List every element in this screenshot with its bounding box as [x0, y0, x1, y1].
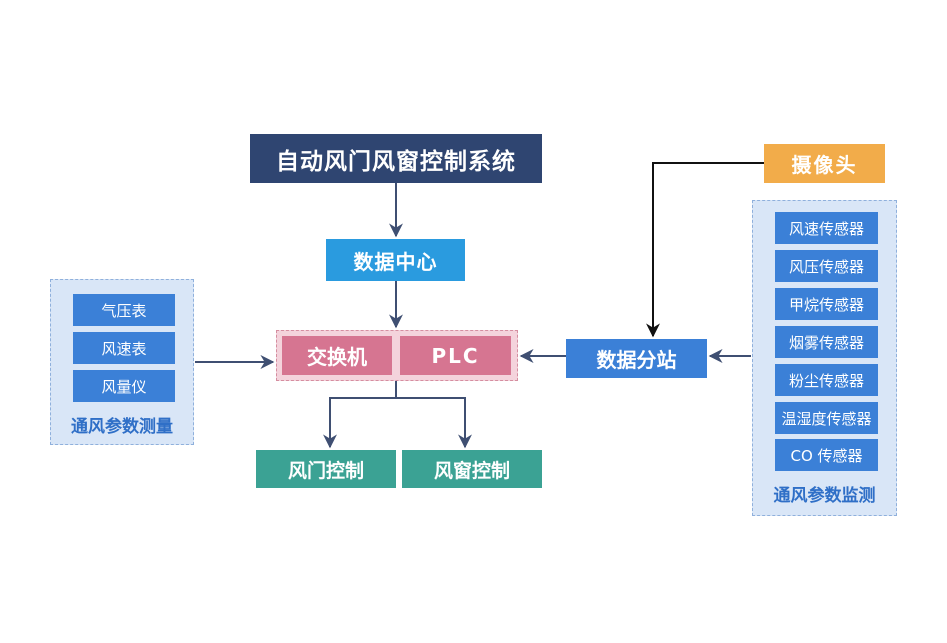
sensor-item: 烟雾传感器: [775, 326, 878, 358]
camera-box: 摄像头: [764, 144, 885, 183]
window-control-box: 风窗控制: [402, 450, 542, 488]
sensor-item: 甲烷传感器: [775, 288, 878, 320]
sensor-item: 风速传感器: [775, 212, 878, 244]
data-center-box: 数据中心: [326, 239, 465, 281]
measure-item: 风量仪: [73, 370, 175, 402]
ventilation-measure-label: 通风参数测量: [71, 417, 173, 437]
sensor-item: 风压传感器: [775, 250, 878, 282]
sensor-item: CO 传感器: [775, 439, 878, 471]
arrow-plc-branch-window: [396, 397, 472, 449]
switch-box: 交换机: [282, 336, 392, 375]
system-title-box: 自动风门风窗控制系统: [250, 134, 542, 183]
arrow-camera-to-substation: [646, 162, 764, 338]
measure-item: 气压表: [73, 294, 175, 326]
plc-box: PLC: [400, 336, 511, 375]
data-substation-box: 数据分站: [566, 339, 707, 378]
arrow-plc-branch-door: [323, 381, 397, 449]
sensor-item: 粉尘传感器: [775, 364, 878, 396]
sensor-item: 温湿度传感器: [775, 402, 878, 434]
door-control-box: 风门控制: [256, 450, 396, 488]
ventilation-monitor-label: 通风参数监测: [773, 486, 876, 506]
measure-item: 风速表: [73, 332, 175, 364]
